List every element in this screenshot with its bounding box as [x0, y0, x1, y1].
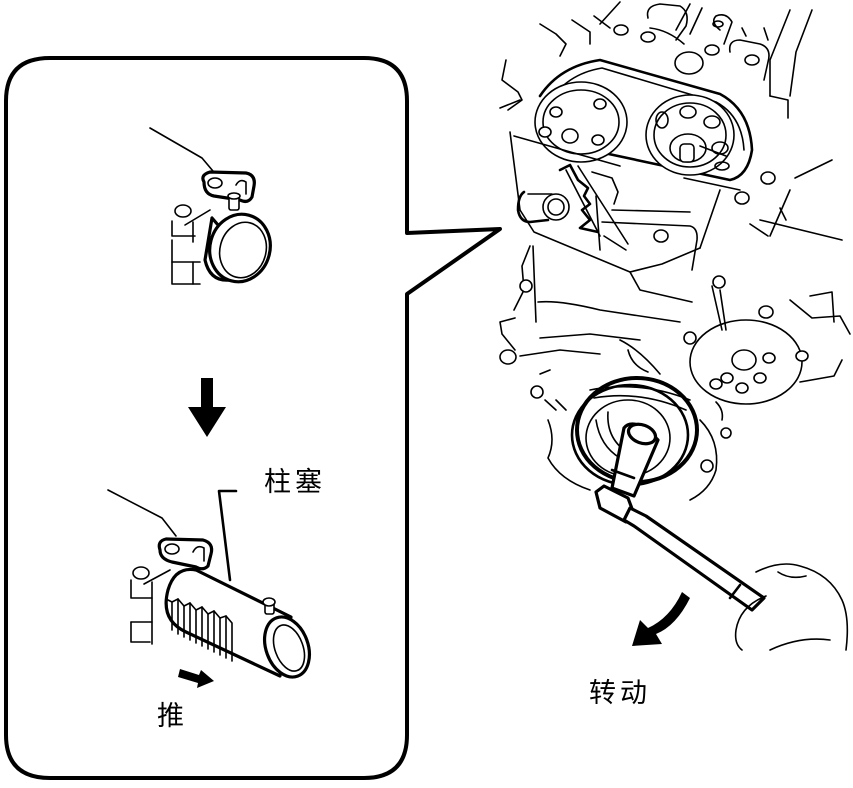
plunger-cylinder	[164, 567, 312, 679]
rotate-label: 转动	[589, 678, 651, 709]
plunger-label: 柱塞	[264, 467, 326, 498]
tensioner-locked-view	[149, 127, 272, 285]
tensioner-extended-view	[107, 489, 312, 688]
hand	[734, 563, 849, 651]
engine-tensioner	[516, 163, 629, 251]
timing-sprockets	[534, 58, 754, 182]
push-label: 推	[157, 701, 188, 732]
leader-line-lower	[107, 489, 177, 537]
tensioner-body-upper	[203, 212, 272, 284]
stopper-plate-lower	[157, 537, 214, 571]
leader-line-plunger	[217, 489, 238, 582]
callout-bubble	[4, 56, 502, 780]
stopper-plate-upper	[201, 170, 256, 211]
tensioner-mount-lower	[130, 566, 171, 645]
push-arrow-icon	[178, 669, 214, 688]
tensioner-mount-upper	[171, 204, 211, 285]
leader-line-upper	[149, 127, 219, 178]
plunger-rack-teeth	[167, 598, 233, 662]
cylinder-head	[539, 1, 813, 119]
step-down-arrow-icon	[188, 378, 226, 437]
rotate-arrow-icon	[632, 592, 690, 646]
socket-wrench	[594, 422, 766, 612]
engine-block	[499, 245, 851, 501]
engine-assembly	[499, 1, 851, 651]
